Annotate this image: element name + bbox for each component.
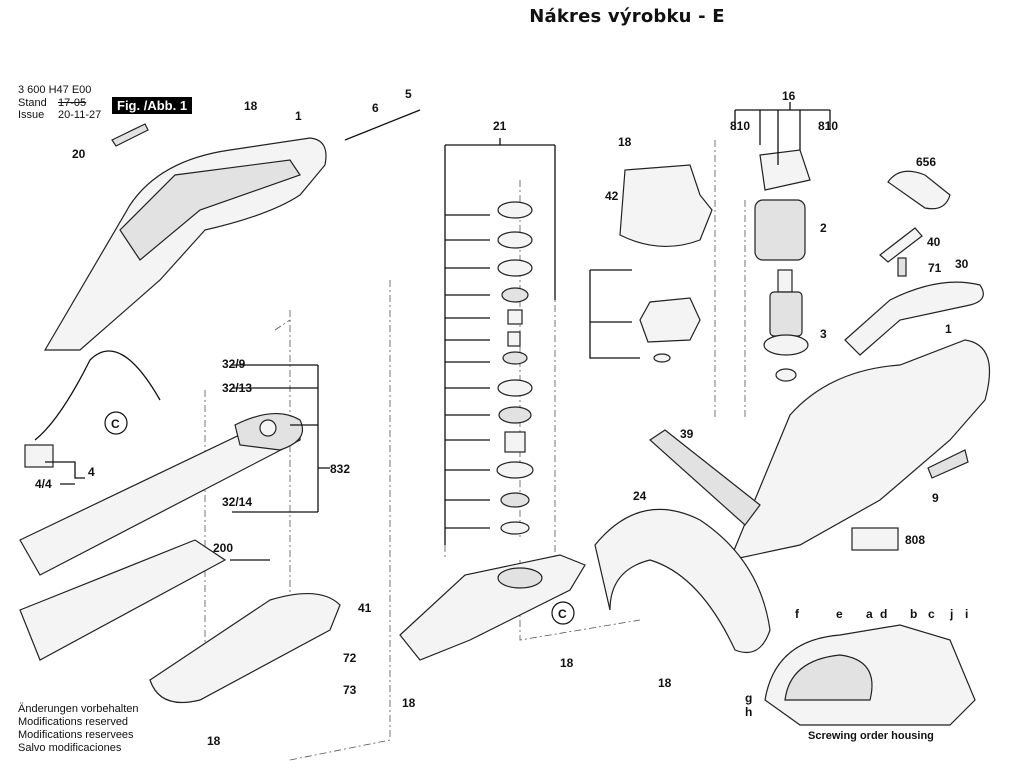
callout-810a: 810 [730, 119, 750, 133]
letter-h: h [745, 705, 752, 719]
part-front-handle [844, 281, 984, 356]
callout-labels: 1 1 2 3 4 4/4 5 6 9 16 18 18 18 18 18 18… [35, 87, 969, 748]
callout-9: 9 [932, 491, 939, 505]
revision-block: Stand 17-05 Issue 20-11-27 [18, 97, 101, 121]
disclaimer-line: Änderungen vorbehalten [18, 703, 139, 715]
callout-4: 4 [88, 465, 95, 479]
letter-g: g [745, 691, 752, 705]
screwing-order-inset [764, 624, 976, 726]
callout-39: 39 [680, 427, 694, 441]
callout-16: 16 [782, 89, 796, 103]
letter-i: i [965, 607, 968, 621]
disclaimer-line: Salvo modificaciones [18, 742, 122, 754]
disclaimer: Änderungen vorbehalten Modifications res… [18, 703, 138, 755]
disclaimer-line: Modifications reserved [18, 716, 129, 728]
callout-2: 2 [820, 221, 827, 235]
callout-18c: 18 [560, 656, 574, 670]
issue-value: 20-11-27 [58, 109, 102, 121]
issue-label: Issue [18, 109, 45, 121]
callout-18b: 18 [618, 135, 632, 149]
callout-40: 40 [927, 235, 941, 249]
callout-41: 41 [358, 601, 372, 615]
part-fan-cover [619, 164, 713, 247]
part-lower-housing [149, 592, 341, 704]
leader-lines [45, 102, 831, 561]
letter-e: e [836, 607, 843, 621]
callout-1: 1 [295, 109, 302, 123]
letter-a: a [866, 607, 873, 621]
part-stator [754, 149, 811, 261]
part-strip-9 [927, 449, 969, 479]
letter-c: c [928, 607, 935, 621]
stand-value: 17-05 [58, 97, 87, 109]
letter-f: f [795, 607, 800, 621]
part-strip-20 [111, 123, 149, 147]
part-bearing-plate [639, 297, 701, 363]
part-lever [879, 227, 923, 263]
callout-832: 832 [330, 462, 350, 476]
callout-21: 21 [493, 119, 507, 133]
part-blade-guard [19, 539, 227, 661]
connector-c-left [104, 411, 128, 435]
part-housing-half [43, 137, 327, 351]
callout-1b: 1 [945, 322, 952, 336]
callout-42: 42 [605, 189, 619, 203]
letter-j: j [949, 607, 953, 621]
connector-c-right [551, 601, 575, 625]
page-title: Nákres výrobku - E [529, 6, 725, 27]
part-armature [763, 269, 809, 382]
connector-c-right-label: C [558, 607, 567, 621]
connector-c-left-label: C [111, 417, 120, 431]
callout-18f: 18 [207, 734, 221, 748]
part-switch-cover [887, 170, 951, 210]
letter-d: d [880, 607, 887, 621]
callout-18a: 18 [244, 99, 258, 113]
callout-808: 808 [905, 533, 925, 547]
letter-b: b [910, 607, 917, 621]
callout-5: 5 [405, 87, 412, 101]
screwing-order-caption: Screwing order housing [808, 730, 934, 742]
part-vent-grille [649, 429, 761, 526]
part-gear-housing [399, 554, 586, 661]
part-spring [897, 257, 907, 277]
callout-32-14: 32/14 [222, 495, 252, 509]
part-label-808 [851, 527, 899, 551]
document-number: 3 600 H47 E00 [18, 84, 92, 96]
callout-18e: 18 [658, 676, 672, 690]
figure-badge: Fig. /Abb. 1 [112, 97, 193, 114]
callout-200: 200 [213, 541, 233, 555]
part-gear-stack [496, 201, 534, 535]
callout-30: 30 [955, 257, 969, 271]
part-blade [19, 412, 304, 576]
callout-656: 656 [916, 155, 936, 169]
callout-810b: 810 [818, 119, 838, 133]
part-cable [344, 109, 421, 141]
stand-label: Stand [18, 97, 47, 109]
callout-3: 3 [820, 327, 827, 341]
part-bumper-handle [594, 508, 771, 654]
part-wire-harness [34, 350, 161, 441]
callout-72: 72 [343, 651, 357, 665]
callout-71: 71 [928, 261, 942, 275]
callout-24: 24 [633, 489, 647, 503]
callout-18d: 18 [402, 696, 416, 710]
disclaimer-line: Modifications reservees [18, 729, 134, 741]
part-main-housing [729, 339, 991, 561]
callout-4-4: 4/4 [35, 477, 52, 491]
callout-32-13: 32/13 [222, 381, 252, 395]
callout-6: 6 [372, 101, 379, 115]
part-switch-4 [24, 444, 54, 468]
screw-order-letters: f e a d b c j i g h [745, 607, 968, 719]
callout-73: 73 [343, 683, 357, 697]
callout-32-9: 32/9 [222, 357, 246, 371]
callout-20: 20 [72, 147, 86, 161]
